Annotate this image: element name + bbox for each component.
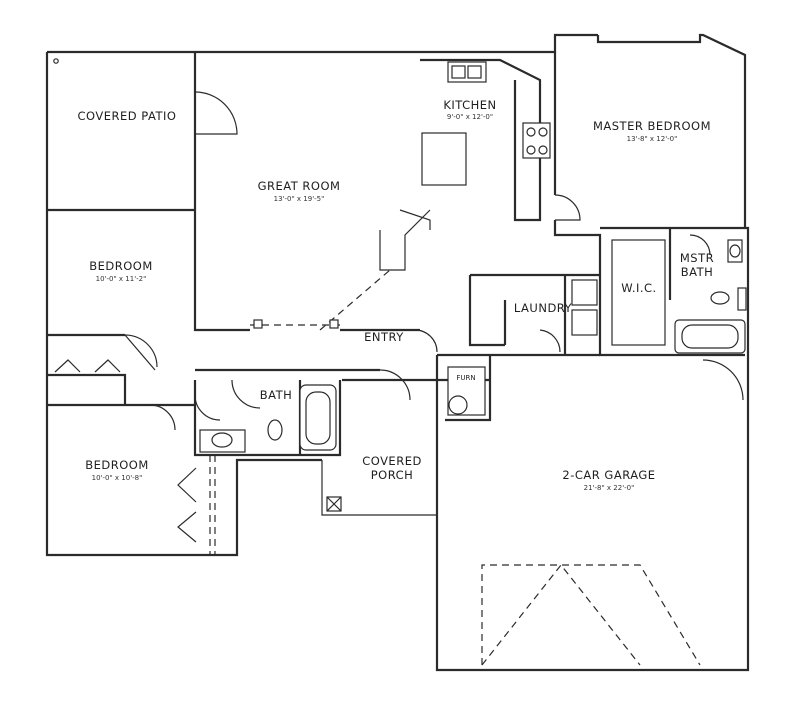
- room-label-mstr-bath-line2: BATH: [681, 265, 714, 279]
- room-label-bedroom-2: BEDROOM: [85, 458, 149, 472]
- room-label-bath: BATH: [260, 388, 293, 402]
- room-size-great-room: 13'-0" x 19'-5": [274, 195, 325, 203]
- interior-walls: [47, 52, 745, 457]
- room-label-kitchen: KITCHEN: [443, 98, 496, 112]
- fixtures: [199, 61, 747, 512]
- room-label-mstr-bath-line1: MSTR: [680, 251, 714, 265]
- exterior-walls: [45, 33, 750, 672]
- room-labels: COVERED PATIO GREAT ROOM 13'-0" x 19'-5"…: [78, 98, 714, 492]
- room-size-bedroom-2: 10'-0" x 10'-8": [92, 474, 143, 482]
- room-size-bedroom-1: 10'-0" x 11'-2": [96, 275, 147, 283]
- room-label-bedroom-1: BEDROOM: [89, 259, 153, 273]
- room-label-wic: W.I.C.: [621, 281, 656, 295]
- room-label-covered-patio: COVERED PATIO: [78, 109, 177, 123]
- room-label-great-room: GREAT ROOM: [258, 179, 341, 193]
- room-size-garage: 21'-8" x 22'-0": [584, 484, 635, 492]
- room-label-laundry: LAUNDRY: [514, 301, 573, 315]
- room-size-master-bedroom: 13'-8" x 12'-0": [627, 135, 678, 143]
- room-label-furn: FURN: [456, 374, 475, 382]
- room-label-master-bedroom: MASTER BEDROOM: [593, 119, 711, 133]
- room-label-entry: ENTRY: [364, 330, 404, 344]
- doors: [54, 91, 744, 543]
- room-size-kitchen: 9'-0" x 12'-0": [447, 113, 493, 121]
- room-label-covered-porch-line2: PORCH: [371, 468, 414, 482]
- dashed-openings: [209, 269, 701, 666]
- room-label-covered-porch-line1: COVERED: [362, 454, 422, 468]
- room-label-garage: 2-CAR GARAGE: [562, 468, 655, 482]
